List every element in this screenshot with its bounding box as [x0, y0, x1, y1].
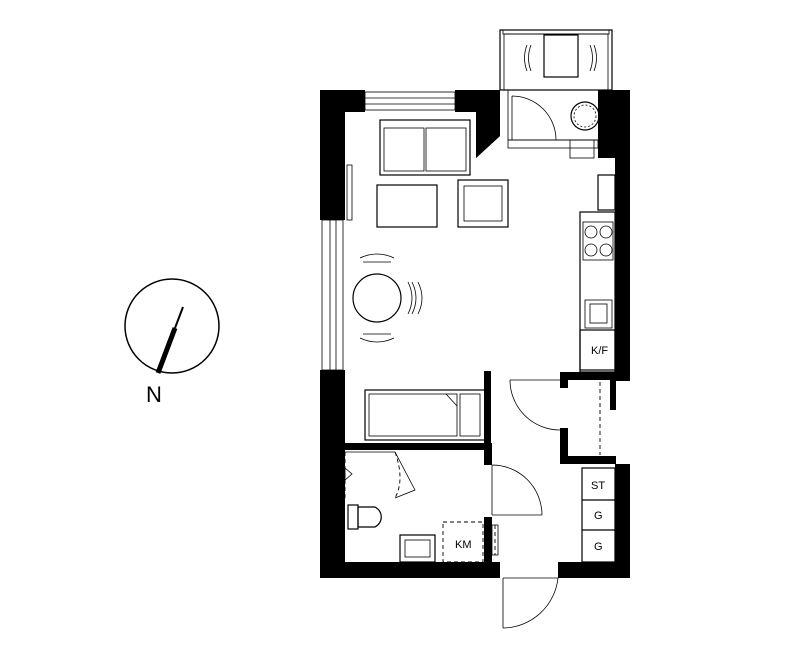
stove	[582, 221, 614, 261]
label-wardrobe-1: G	[594, 510, 603, 522]
bathroom: KM	[344, 451, 499, 563]
walls	[320, 90, 630, 578]
windows	[321, 91, 456, 371]
bathroom-sink	[399, 534, 436, 563]
balcony-table	[543, 34, 579, 78]
living-room	[352, 119, 509, 343]
hallway: ST G G	[491, 379, 616, 629]
sofa	[379, 119, 471, 176]
toilet	[357, 506, 382, 528]
kitchen: K/F	[579, 174, 616, 373]
bed	[364, 389, 486, 441]
label-wardrobe-2: G	[594, 541, 603, 553]
washing-machine	[442, 521, 484, 563]
label-km: KM	[455, 539, 472, 551]
dining-table	[352, 273, 402, 323]
fridge-freezer	[579, 329, 616, 371]
label-kf: K/F	[591, 345, 608, 357]
compass-needle	[155, 327, 178, 374]
compass-north-label: N	[146, 382, 162, 407]
armchair	[457, 179, 509, 228]
compass-circle	[124, 278, 220, 374]
toilet-tank	[347, 504, 359, 530]
coffee-table	[376, 184, 438, 228]
bedroom	[364, 389, 486, 441]
compass: N	[124, 278, 220, 407]
balcony-round-table	[570, 101, 600, 131]
balcony	[499, 29, 613, 159]
sink	[584, 299, 613, 329]
label-storage: ST	[591, 480, 605, 492]
